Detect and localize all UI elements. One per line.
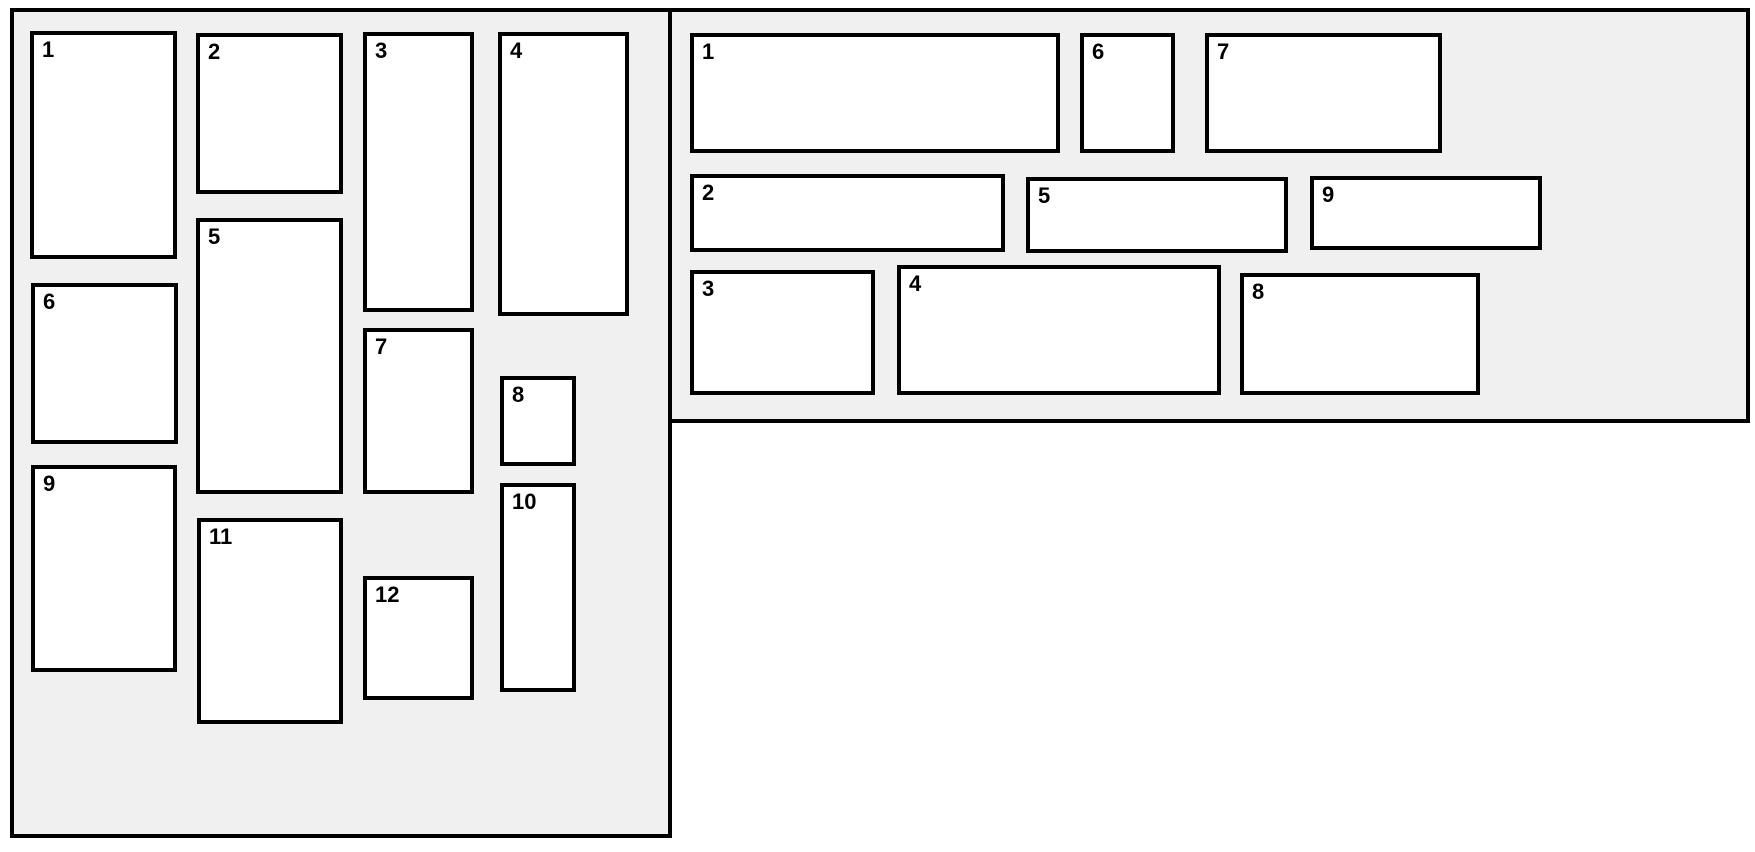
- region-number-label: 9: [1322, 182, 1335, 207]
- left-panel-region-8[interactable]: 8: [500, 376, 576, 466]
- left-panel-region-11[interactable]: 11: [197, 518, 343, 724]
- right-panel-region-6[interactable]: 6: [1080, 33, 1175, 153]
- region-number-label: 9: [43, 471, 56, 496]
- right-panel-region-3[interactable]: 3: [690, 270, 875, 395]
- left-panel-region-2[interactable]: 2: [196, 33, 343, 194]
- region-number-label: 3: [375, 38, 388, 63]
- left-panel-region-6[interactable]: 6: [31, 283, 178, 444]
- region-number-label: 7: [1217, 39, 1230, 64]
- right-panel-region-7[interactable]: 7: [1205, 33, 1442, 153]
- region-number-label: 1: [42, 37, 55, 62]
- region-number-label: 10: [512, 489, 537, 514]
- right-panel-region-4[interactable]: 4: [897, 265, 1221, 395]
- right-panel-region-9[interactable]: 9: [1310, 176, 1542, 250]
- left-panel-region-10[interactable]: 10: [500, 483, 576, 692]
- region-number-label: 11: [209, 524, 233, 549]
- left-panel-region-5[interactable]: 5: [196, 218, 343, 494]
- region-number-label: 12: [375, 582, 400, 607]
- region-number-label: 8: [512, 382, 525, 407]
- region-number-label: 4: [510, 38, 523, 63]
- left-panel-region-12[interactable]: 12: [363, 576, 474, 700]
- left-panel-region-3[interactable]: 3: [363, 32, 474, 312]
- region-number-label: 6: [43, 289, 56, 314]
- region-number-label: 7: [375, 334, 388, 359]
- region-number-label: 8: [1252, 279, 1265, 304]
- right-panel-region-5[interactable]: 5: [1026, 177, 1288, 253]
- right-panel-region-8[interactable]: 8: [1240, 273, 1480, 395]
- region-number-label: 4: [909, 271, 922, 296]
- right-panel-region-1[interactable]: 1: [690, 33, 1060, 153]
- left-panel-region-1[interactable]: 1: [30, 31, 177, 259]
- right-panel-region-2[interactable]: 2: [690, 174, 1005, 252]
- left-panel-region-4[interactable]: 4: [498, 32, 629, 316]
- region-number-label: 2: [208, 39, 221, 64]
- region-number-label: 5: [1038, 183, 1051, 208]
- region-number-label: 2: [702, 180, 715, 205]
- left-panel-region-7[interactable]: 7: [363, 328, 474, 494]
- region-number-label: 3: [702, 276, 715, 301]
- region-number-label: 1: [702, 39, 715, 64]
- region-number-label: 5: [208, 224, 221, 249]
- left-panel-region-9[interactable]: 9: [31, 465, 177, 672]
- region-number-label: 6: [1092, 39, 1105, 64]
